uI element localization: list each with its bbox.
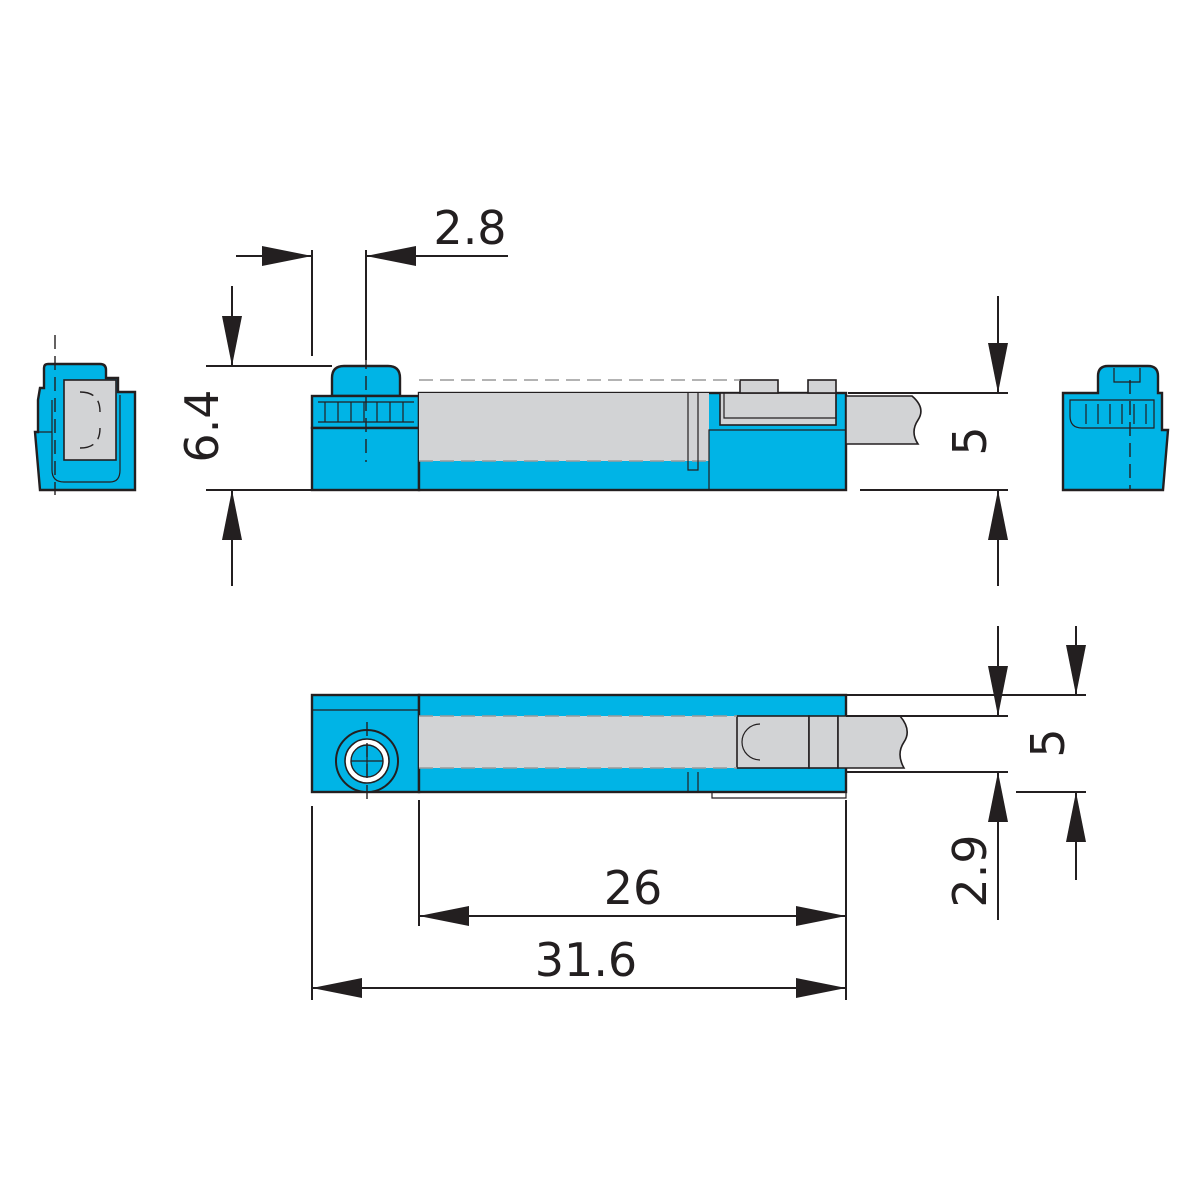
left-end-view <box>33 335 137 495</box>
dimension-lines <box>206 246 1086 1000</box>
dim-height-body-side: 5 <box>943 426 997 455</box>
screw-head-icon <box>335 729 399 793</box>
dimension-labels: 2.8 6.4 5 5 2.9 26 31.6 <box>175 201 1075 987</box>
dim-offset-top: 2.8 <box>433 201 506 255</box>
dim-offset-bottom: 2.9 <box>943 834 997 907</box>
dim-height-body-top: 5 <box>1021 728 1075 757</box>
right-screw-teeth <box>1085 404 1147 424</box>
top-view <box>310 693 908 800</box>
front-view <box>310 355 922 492</box>
dim-height-total: 6.4 <box>175 389 229 462</box>
dim-length-total: 31.6 <box>535 933 637 987</box>
dim-length-inner: 26 <box>604 861 663 915</box>
right-end-view <box>1061 364 1170 492</box>
